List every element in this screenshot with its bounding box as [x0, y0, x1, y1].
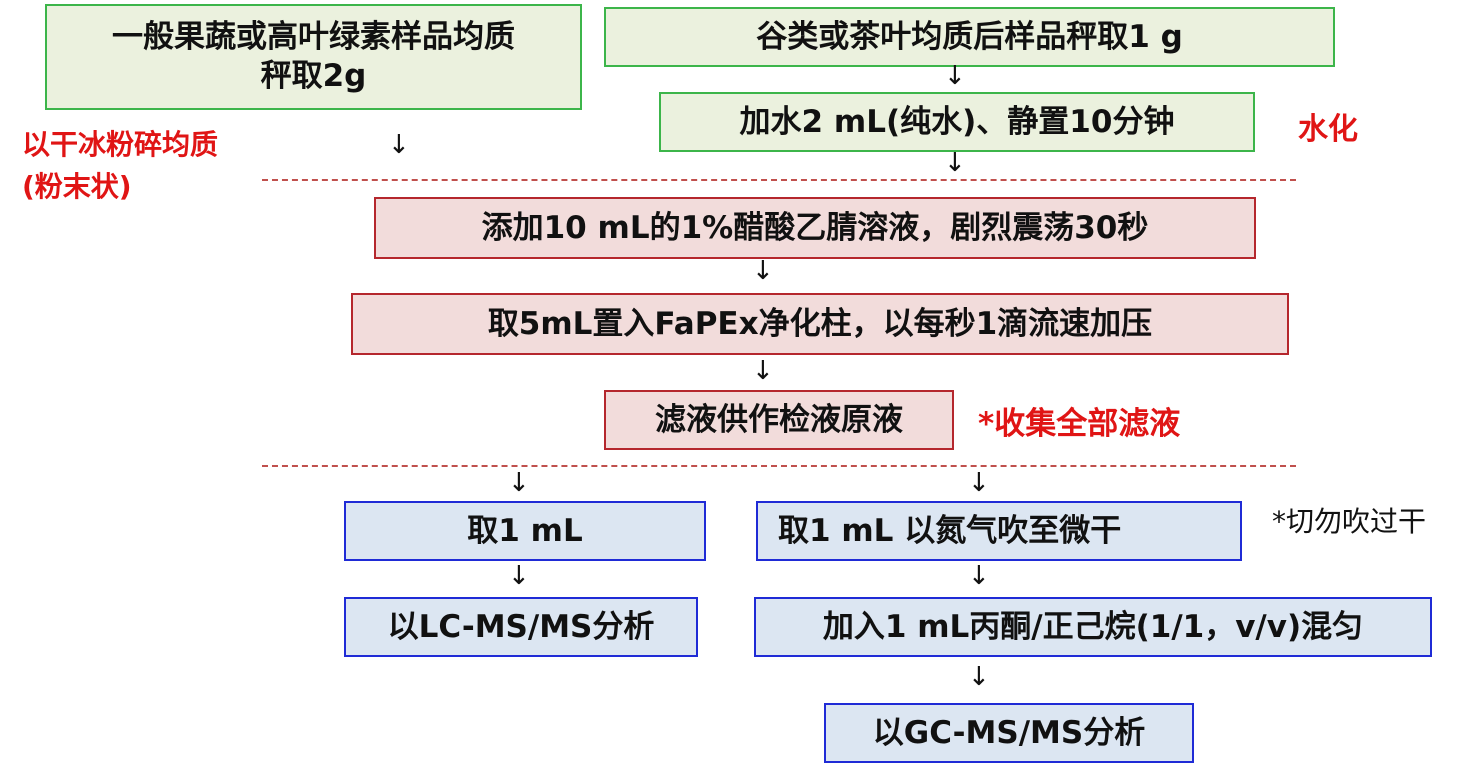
arrow-down: ↓ — [968, 468, 990, 498]
filtrate-box: 滤液供作检液原液 — [604, 390, 954, 450]
dry-ice-note: 以干冰粉碎均质 (粉末状) — [22, 128, 219, 203]
arrow-down: ↓ — [968, 561, 990, 591]
dashed-separator — [262, 179, 1296, 181]
add-water-box: 加水2 mL(纯水)、静置10分钟 — [659, 92, 1255, 152]
dashed-separator — [262, 465, 1296, 467]
arrow-down: ↓ — [752, 256, 774, 286]
nitrogen-dry-box: 取1 mL 以氮气吹至微干 — [756, 501, 1242, 561]
general-sample-box: 一般果蔬或高叶绿素样品均质 秤取2g — [45, 4, 582, 110]
cleanup-column-box: 取5mL置入FaPEx净化柱，以每秒1滴流速加压 — [351, 293, 1289, 355]
add-acetone-hexane-box: 加入1 mL丙酮/正己烷(1/1，v/v)混匀 — [754, 597, 1432, 657]
take-1ml-box: 取1 mL — [344, 501, 706, 561]
arrow-down: ↓ — [508, 561, 530, 591]
grain-tea-sample-box: 谷类或茶叶均质后样品秤取1 g — [604, 7, 1335, 67]
gcms-analysis-box: 以GC-MS/MS分析 — [824, 703, 1194, 763]
arrow-down: ↓ — [944, 148, 966, 178]
lcms-analysis-box: 以LC-MS/MS分析 — [344, 597, 698, 657]
arrow-down: ↓ — [968, 662, 990, 692]
arrow-down: ↓ — [388, 130, 410, 160]
hydration-note: 水化 — [1298, 112, 1358, 147]
collect-all-note: *收集全部滤液 — [978, 406, 1181, 442]
add-acetonitrile-box: 添加10 mL的1%醋酸乙腈溶液，剧烈震荡30秒 — [374, 197, 1256, 259]
arrow-down: ↓ — [508, 468, 530, 498]
arrow-down: ↓ — [752, 356, 774, 386]
do-not-overdry-note: *切勿吹过干 — [1272, 505, 1427, 538]
arrow-down: ↓ — [944, 61, 966, 91]
